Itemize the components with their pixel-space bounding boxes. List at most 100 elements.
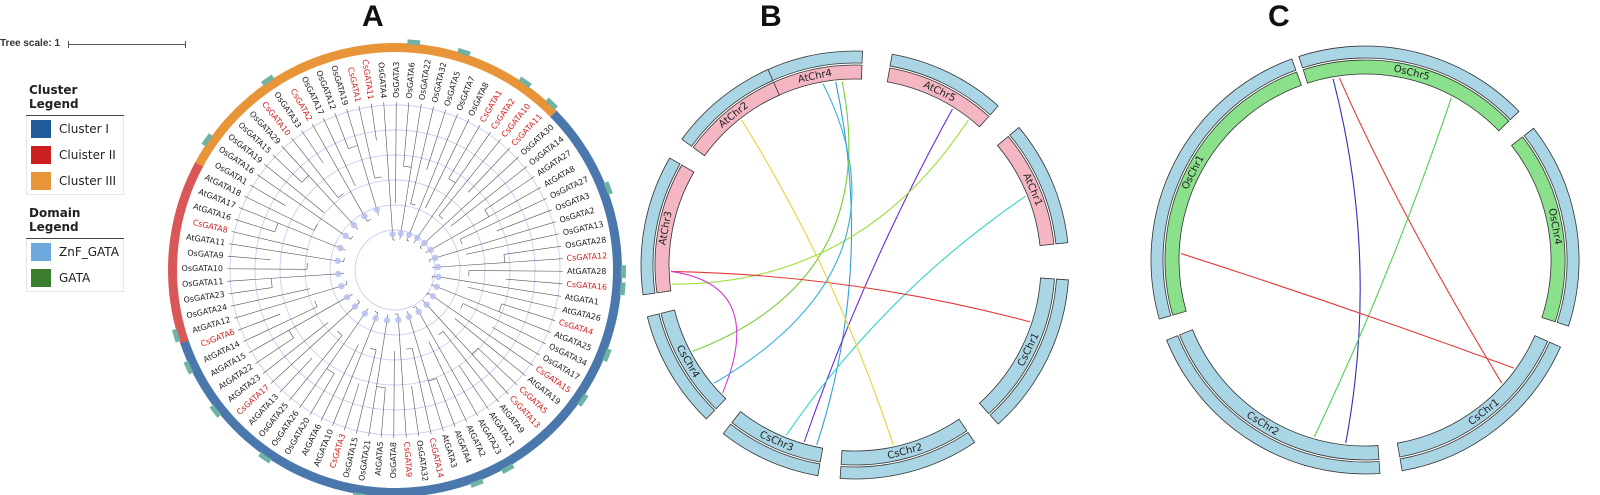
- tree-branch: [425, 186, 542, 253]
- chromosome-band: [766, 64, 863, 99]
- bootstrap-node: [373, 206, 381, 213]
- cluster-ring-segment: [580, 150, 598, 171]
- tree-connector: [326, 368, 335, 374]
- cluster-ring-segment: [169, 224, 182, 244]
- cluster-ring-segment: [437, 47, 457, 61]
- tree-connector: [503, 254, 506, 263]
- tree-branch: [407, 311, 444, 431]
- cluster-ring-segment: [535, 425, 555, 444]
- tree-branch: [411, 348, 432, 435]
- cluster-ring-segment: [195, 146, 212, 167]
- tree-branch: [320, 344, 359, 421]
- chromosome-band: [840, 418, 968, 466]
- domain-legend: Domain Legend ZnF_GATA GATA: [26, 203, 124, 292]
- cluster-ring-segment: [468, 56, 489, 72]
- tree-branch: [238, 313, 281, 331]
- cluster-ring-segment: [547, 413, 566, 433]
- tree-connector: [343, 257, 345, 262]
- synteny-link: [692, 81, 850, 352]
- tree-branch: [496, 209, 552, 232]
- bootstrap-node: [415, 308, 422, 315]
- cluster-ring-segment: [349, 483, 369, 495]
- tree-leaf-label: OsGATA6: [405, 62, 417, 99]
- cluster-ring-segment: [483, 62, 504, 79]
- cluster-ring-segment: [525, 88, 546, 107]
- tree-branch: [383, 102, 394, 241]
- tree-branch: [249, 184, 286, 206]
- bootstrap-node: [372, 315, 379, 322]
- tree-branch: [450, 166, 528, 227]
- cluster-ring-segment: [248, 85, 268, 104]
- cluster-ring-segment: [201, 383, 219, 404]
- cluster-ring-segment: [317, 474, 338, 489]
- tree-connector: [428, 378, 437, 382]
- tree-branch: [468, 147, 511, 193]
- cluster-ring-segment: [522, 436, 542, 455]
- gata-swatch: [31, 269, 51, 287]
- domain-marker: [209, 404, 222, 418]
- tree-leaf-label: OsGATA8: [389, 442, 398, 478]
- tree-branch: [343, 383, 360, 431]
- tree-branch: [289, 335, 343, 401]
- cluster-ring-segment: [213, 119, 232, 140]
- bootstrap-node: [427, 246, 434, 253]
- cluster-ring-segment: [604, 312, 618, 332]
- tree-branch: [346, 109, 379, 216]
- cluster-legend-item-1: Cluster I: [27, 116, 123, 142]
- tree-branch: [272, 154, 303, 183]
- tree-guide-circle: [304, 179, 486, 361]
- cluster-ring-segment: [290, 60, 311, 77]
- cluster-ring-segment: [333, 479, 353, 493]
- tree-scale-bar: [68, 41, 186, 48]
- tree-leaf-label: OsGATA9: [187, 248, 224, 260]
- tree-branch: [270, 302, 360, 384]
- cluster-ring-segment: [271, 453, 292, 470]
- tree-branch: [358, 105, 376, 179]
- cluster-ring-segment: [210, 397, 229, 417]
- domain-marker: [577, 393, 589, 407]
- tree-branch: [395, 102, 397, 204]
- cluster-ring-segment: [538, 99, 558, 118]
- tree-branch: [419, 156, 520, 248]
- synteny-link: [1332, 78, 1361, 444]
- chromosome-outer-track: [1523, 127, 1580, 327]
- tree-branch: [477, 347, 518, 386]
- tree-guide-circle: [229, 104, 561, 436]
- tree-leaf-label: OsGATA22: [417, 58, 432, 100]
- tree-branch: [255, 337, 294, 364]
- tree-connector: [314, 300, 318, 307]
- tree-branch: [332, 312, 379, 427]
- tree-connector: [425, 292, 429, 296]
- bootstrap-node: [383, 317, 391, 324]
- tree-connector: [412, 306, 416, 309]
- tree-branch: [291, 137, 339, 198]
- domain-marker: [620, 265, 626, 279]
- cluster-ring-segment: [601, 196, 615, 217]
- cluster-ring-segment: [611, 246, 622, 265]
- cluster-ring-segment: [571, 136, 589, 157]
- tree-branch: [458, 365, 489, 410]
- tree-connector: [406, 240, 410, 242]
- tree-branch: [442, 331, 499, 403]
- tree-leaf-label: AtGATA5: [374, 441, 386, 476]
- chromosome-outer-track: [1399, 341, 1562, 472]
- domain-marker: [518, 76, 532, 88]
- domain-legend-item-1: ZnF_GATA: [27, 239, 123, 265]
- tree-connector: [419, 246, 422, 250]
- domain-legend-label: GATA: [59, 271, 91, 285]
- tree-connector: [403, 166, 412, 168]
- tree-connector: [376, 386, 386, 388]
- tree-connector: [460, 303, 464, 309]
- cluster-ring-segment: [172, 208, 186, 228]
- bootstrap-node: [414, 234, 421, 242]
- cluster-ring-segment: [286, 461, 307, 478]
- cluster-ring-segment: [224, 107, 243, 127]
- domain-legend-label: ZnF_GATA: [59, 245, 119, 259]
- bootstrap-node: [405, 231, 413, 238]
- bootstrap-node: [429, 292, 437, 300]
- chromosome-outer-track: [681, 68, 774, 147]
- chromosome-band: [660, 309, 727, 410]
- tree-branch: [503, 245, 562, 255]
- cluster-ring-segment: [168, 275, 179, 294]
- tree-branch: [242, 306, 318, 343]
